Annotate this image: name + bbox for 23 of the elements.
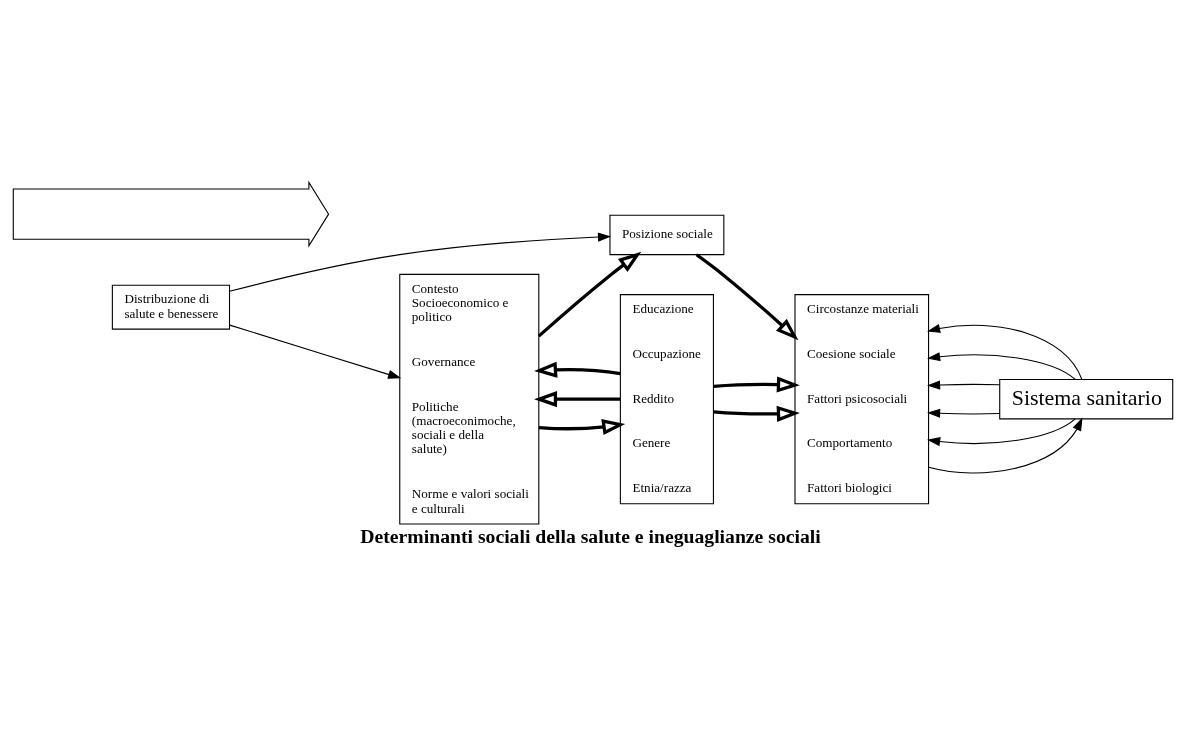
arrow [927, 418, 1076, 447]
arrow [927, 408, 1001, 418]
node-box: Circostanze materiali Coesione sociale Fattori psicosociali Comportamento Fattori biologici [794, 294, 930, 505]
arrow [534, 391, 621, 408]
node-box: Posizione sociale [609, 214, 725, 256]
node-arrow [12, 180, 330, 248]
arrow [713, 376, 800, 393]
arrow [534, 361, 621, 378]
caption: Determinanti sociali della salute e ineguaglianze sociali [360, 525, 821, 548]
arrow [927, 323, 1083, 380]
arrow [229, 324, 402, 379]
arrow [695, 253, 799, 341]
arrow [538, 419, 626, 436]
arrow [537, 251, 642, 338]
arrow [927, 352, 1076, 380]
node-box: Distribuzione di salute e benessere [111, 284, 231, 330]
arrow [229, 232, 612, 292]
node-box: Educazione Occupazione Reddito Genere Etnia/razza [619, 294, 714, 505]
node-box: Sistema sanitario [999, 378, 1174, 420]
arrow [928, 417, 1083, 474]
node-box: Contesto Socioeconomico e politico Governance Politiche (macroeconimoche, sociali e della salute) Norme e valori sociali e culturali [399, 273, 540, 525]
arrow [927, 380, 1001, 390]
arrow [713, 405, 800, 422]
